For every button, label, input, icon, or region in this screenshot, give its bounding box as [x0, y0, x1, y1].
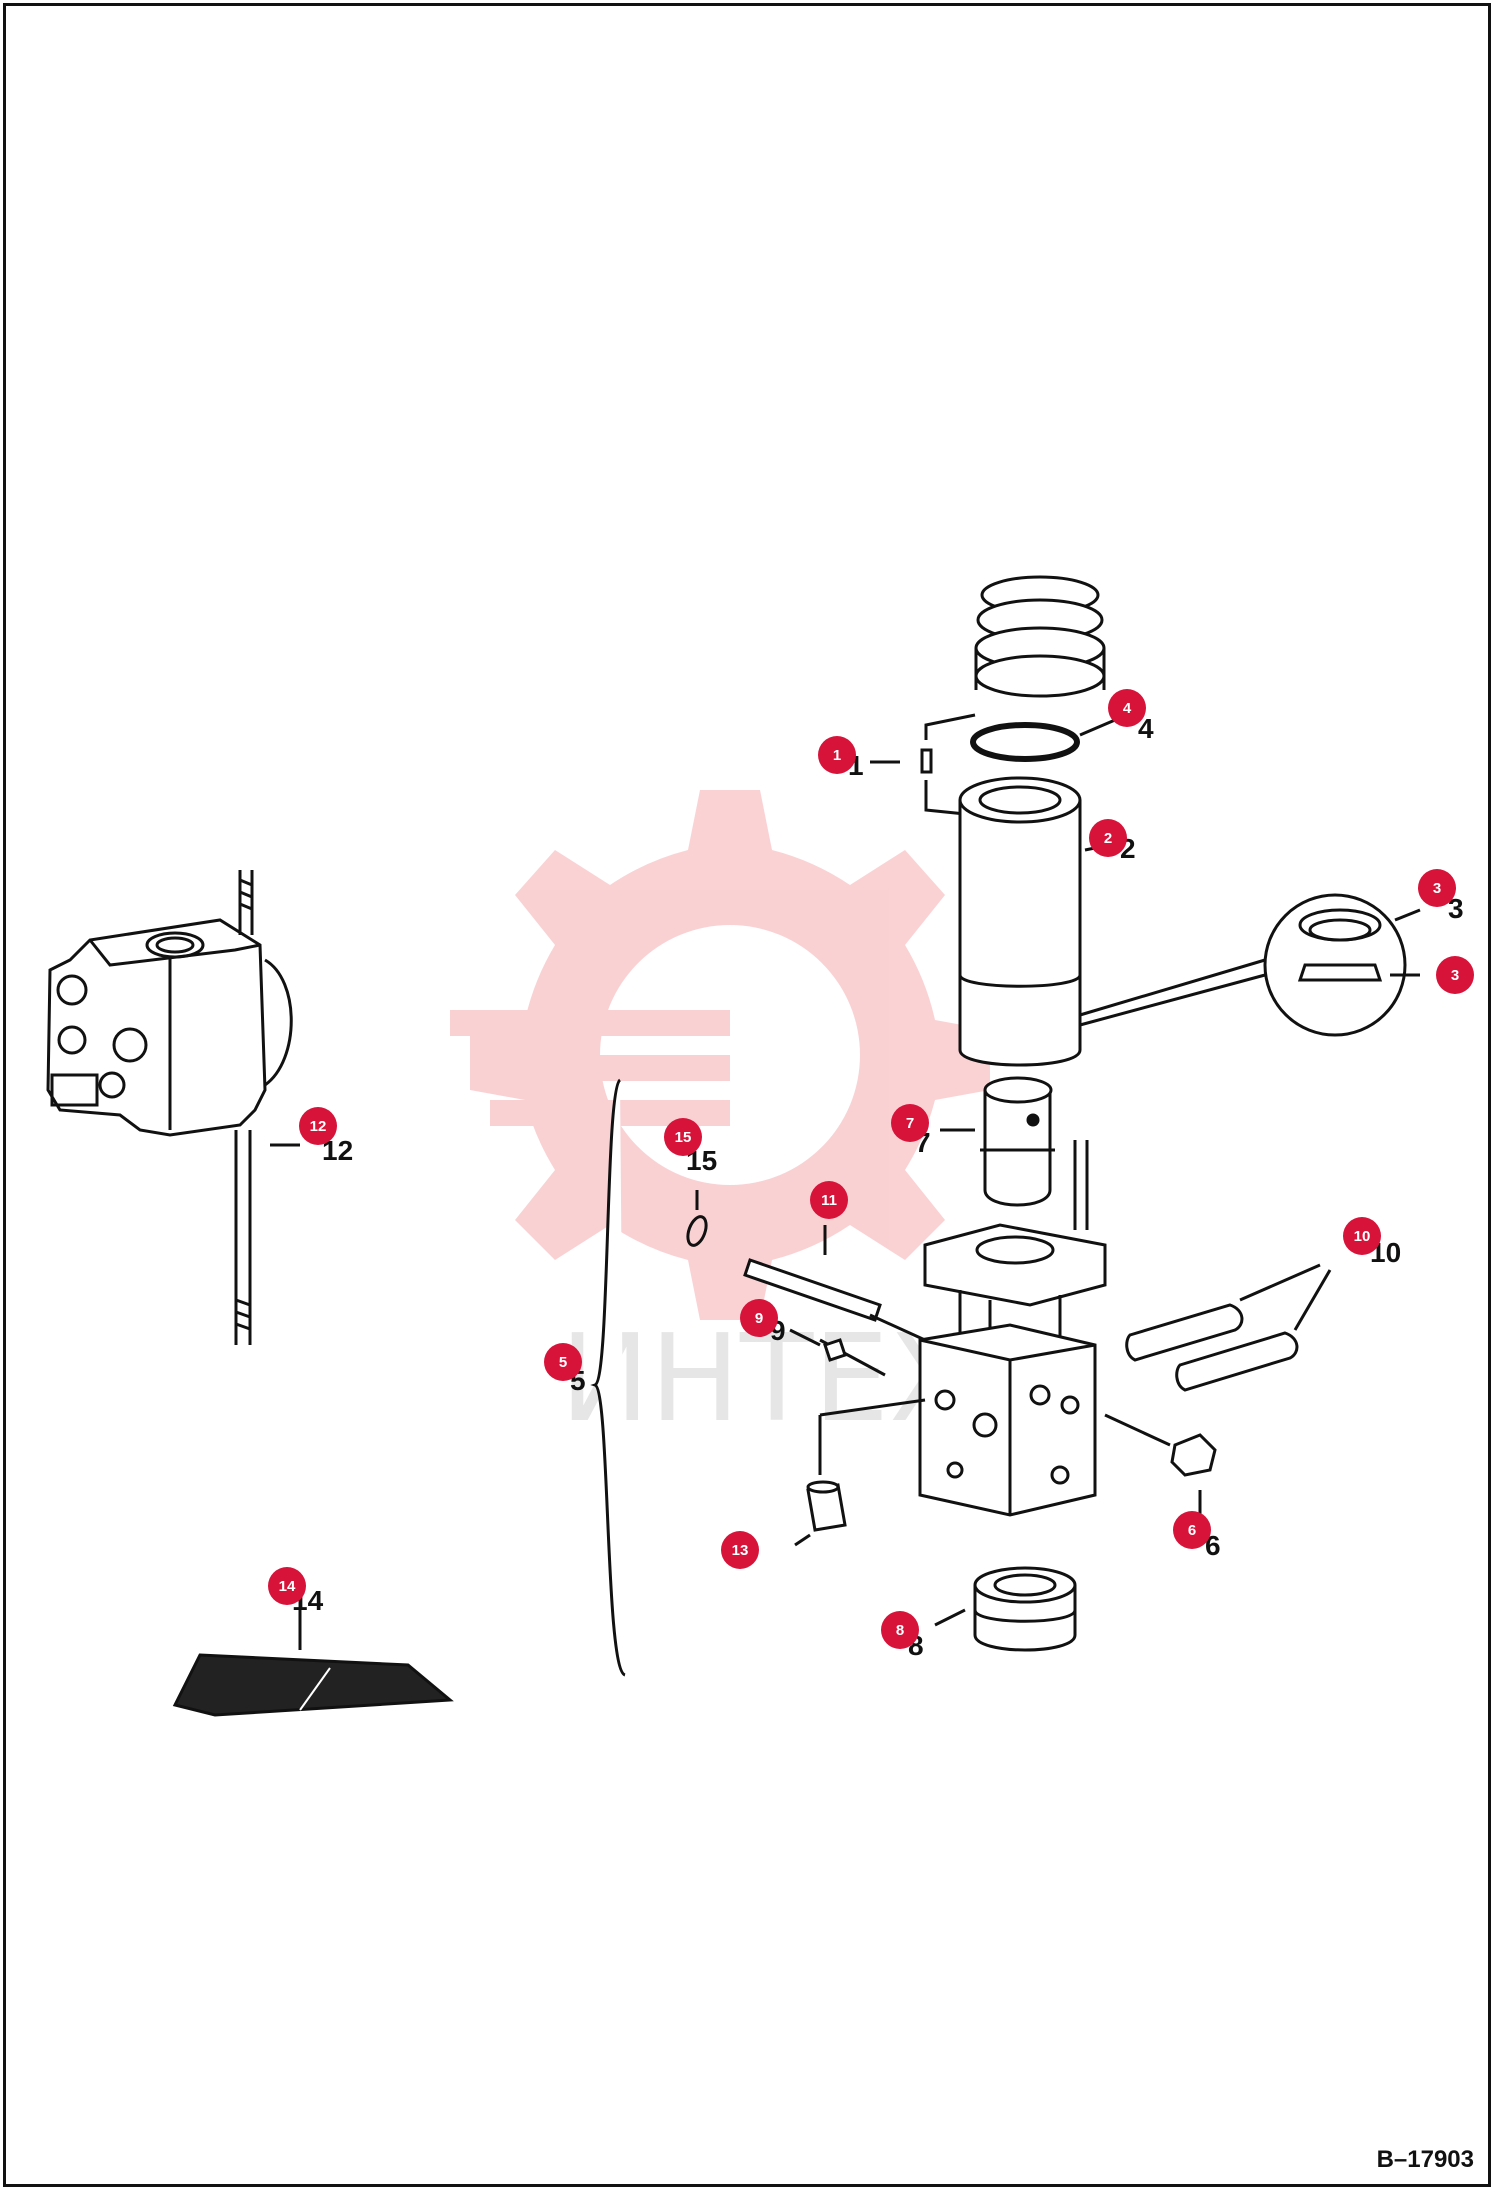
drawing-id: B–17903 — [1376, 2146, 1474, 2173]
callout-marker-6[interactable]: 6 — [1173, 1511, 1211, 1549]
callout-label: 2 — [1104, 830, 1112, 847]
callout-badge — [1418, 869, 1456, 907]
printed-number-4: 4 — [1138, 713, 1154, 744]
bushing-part-8 — [934, 1566, 1077, 1652]
callout-label: 4 — [1123, 700, 1132, 717]
callout-marker-13[interactable]: 13 — [721, 1531, 759, 1569]
callout-label: 3 — [1433, 880, 1441, 897]
rods-part-10 — [1125, 1263, 1332, 1392]
plug-part-9 — [789, 1328, 847, 1362]
callout-badge — [1089, 819, 1127, 857]
callout-marker-9[interactable]: 9 — [740, 1299, 778, 1337]
callout-badge — [881, 1611, 919, 1649]
callout-label: 8 — [896, 1622, 904, 1639]
callout-label: 10 — [1354, 1228, 1371, 1245]
callout-marker-10[interactable]: 10 — [1343, 1217, 1381, 1255]
spring-stack — [974, 575, 1106, 698]
callout-marker-3a[interactable]: 3 — [1418, 869, 1456, 907]
callout-badge — [664, 1118, 702, 1156]
detail-circle-part-3 — [1263, 893, 1421, 1037]
callout-marker-14[interactable]: 14 — [268, 1567, 306, 1605]
printed-number-3a: 3 — [1448, 893, 1464, 924]
callout-label: 9 — [755, 1310, 763, 1327]
callout-badge — [1173, 1511, 1211, 1549]
callout-marker-8[interactable]: 8 — [881, 1611, 919, 1649]
callout-label: 5 — [559, 1354, 567, 1371]
callout-marker-3b[interactable]: 3 — [1436, 956, 1474, 994]
callout-badge — [721, 1531, 759, 1569]
spool-part-7 — [940, 1076, 1089, 1230]
callout-label: 6 — [1188, 1522, 1196, 1539]
callout-badge — [818, 736, 856, 774]
callout-label: 14 — [279, 1578, 296, 1595]
callout-label: 3 — [1451, 967, 1459, 984]
callout-marker-7[interactable]: 7 — [891, 1104, 929, 1142]
callout-marker-1[interactable]: 1 — [818, 736, 856, 774]
callout-badge — [1108, 689, 1146, 727]
valve-body-part-12 — [46, 870, 300, 1345]
callout-label: 11 — [821, 1192, 837, 1209]
drawing-frame — [3, 3, 1491, 2187]
callout-label: 1 — [833, 747, 841, 764]
callout-marker-15[interactable]: 15 — [664, 1118, 702, 1156]
callout-badge — [268, 1567, 306, 1605]
callout-label: 15 — [675, 1129, 692, 1146]
callout-marker-4[interactable]: 4 — [1108, 689, 1146, 727]
callout-badge — [299, 1107, 337, 1145]
gasket-part-14 — [172, 1610, 454, 1717]
callout-marker-5[interactable]: 5 — [544, 1343, 582, 1381]
callout-badge — [544, 1343, 582, 1381]
callout-badge — [891, 1104, 929, 1142]
callout-badge — [810, 1181, 848, 1219]
o-ring-part-15 — [686, 1190, 708, 1247]
housing-part-5 — [590, 1078, 1107, 1677]
callout-label: 7 — [906, 1115, 914, 1132]
callout-label: 12 — [310, 1118, 327, 1135]
callout-marker-11[interactable]: 11 — [810, 1181, 848, 1219]
o-ring-part-4 — [970, 718, 1116, 762]
callout-badge — [740, 1299, 778, 1337]
fitting-part-6 — [1104, 1413, 1217, 1515]
callout-label: 13 — [732, 1542, 749, 1559]
callout-marker-2[interactable]: 2 — [1089, 819, 1127, 857]
callout-badge — [1343, 1217, 1381, 1255]
watermark-logo — [450, 790, 990, 1320]
nut-part-13 — [794, 1398, 926, 1547]
callout-marker-12[interactable]: 12 — [299, 1107, 337, 1145]
callout-badge — [1436, 956, 1474, 994]
cylinder-sleeve-part-2 — [958, 776, 1266, 1067]
